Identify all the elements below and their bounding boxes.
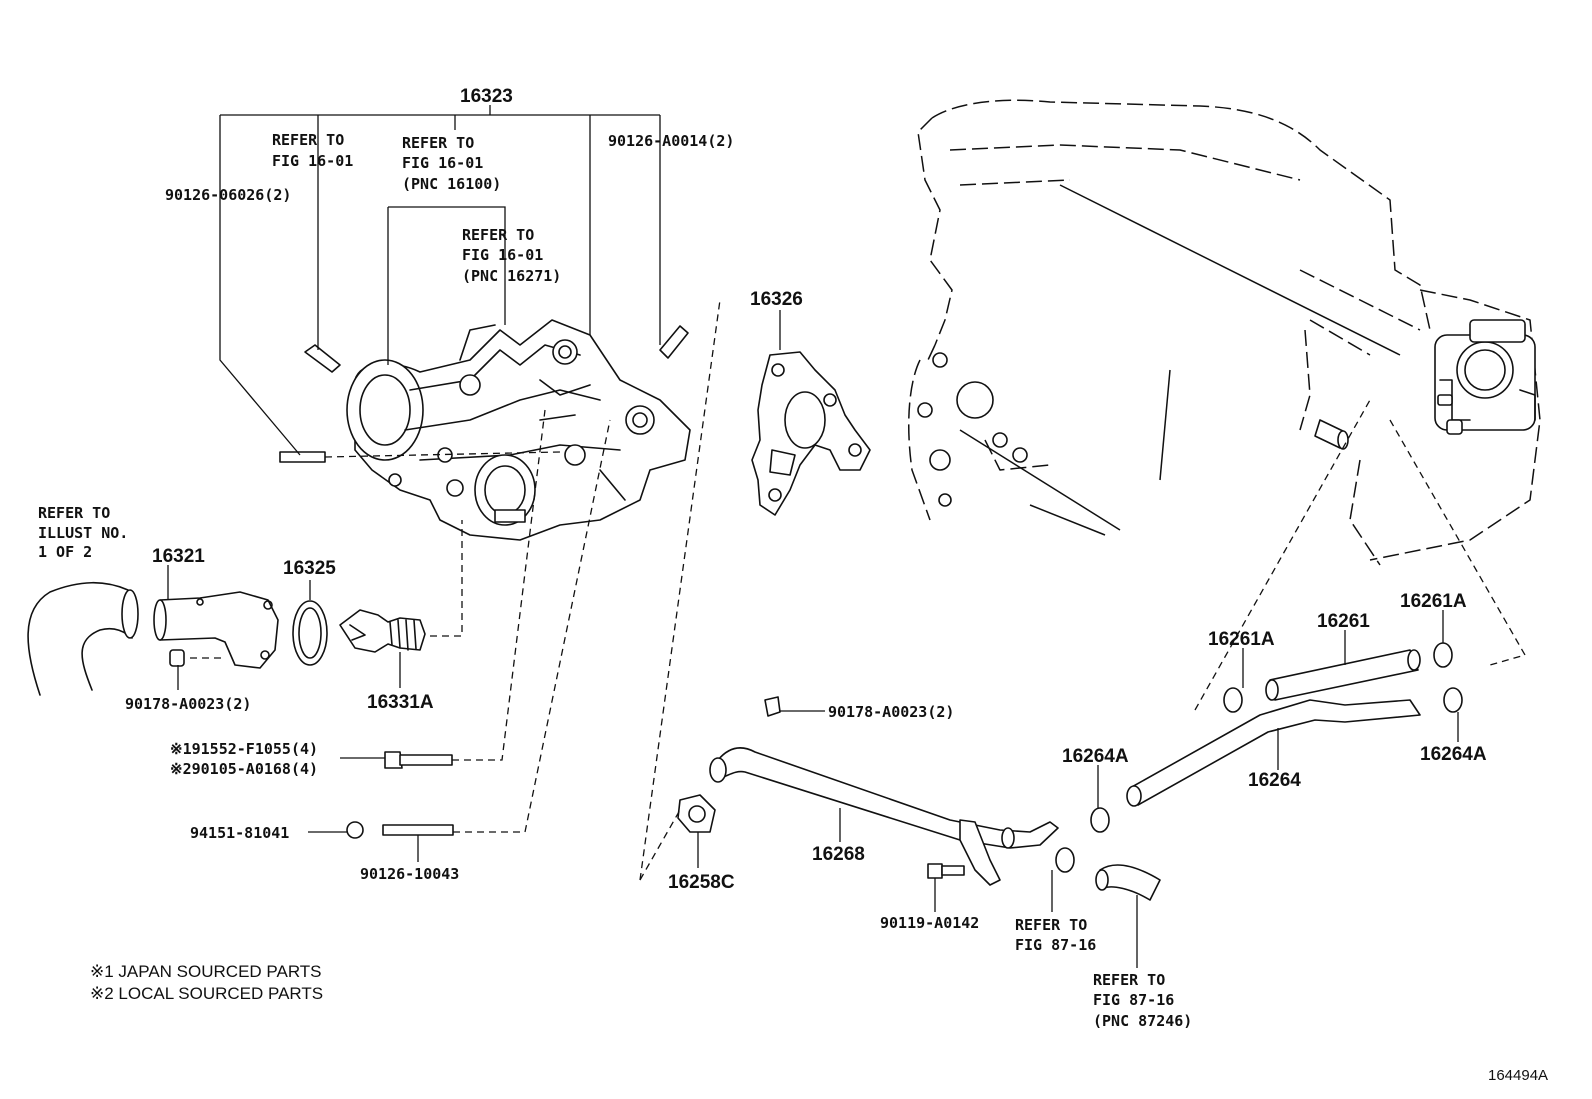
label-91552-f1055: ※191552-F1055(4) — [170, 740, 318, 758]
label-refer-illust-l1: REFER TO — [38, 504, 110, 522]
label-90126-06026: 90126-06026(2) — [165, 186, 291, 204]
label-refer-fig-16-01-c-l2: FIG 16-01 — [462, 246, 543, 264]
label-16323: 16323 — [460, 86, 513, 107]
note-japan-sourced: ※1 JAPAN SOURCED PARTS — [90, 962, 322, 981]
hose-clamps — [1055, 642, 1463, 873]
label-16261a-left: 16261A — [1208, 629, 1275, 650]
heater-hose-ref — [1095, 864, 1161, 901]
dashed-connections — [190, 299, 1526, 881]
label-90119-a0142: 90119-A0142 — [880, 914, 979, 932]
label-refer-fig-87-16-b-l2: FIG 87-16 — [1093, 991, 1174, 1009]
label-refer-fig-16-01-c-l3: (PNC 16271) — [462, 267, 561, 285]
label-16261a-right: 16261A — [1400, 591, 1467, 612]
label-90178-a0023-left: 90178-A0023(2) — [125, 695, 251, 713]
label-refer-fig-16-01-b-l2: FIG 16-01 — [402, 154, 483, 172]
label-16264a-left: 16264A — [1062, 746, 1129, 767]
figure-id: 164494A — [1488, 1067, 1548, 1084]
label-16325: 16325 — [283, 558, 336, 579]
label-90126-a0014: 90126-A0014(2) — [608, 132, 734, 150]
label-90126-10043: 90126-10043 — [360, 865, 459, 883]
water-inlet-16321 — [153, 591, 279, 669]
leader-lines — [167, 105, 1459, 968]
engine-block-outline — [908, 99, 1541, 566]
fasteners — [279, 325, 965, 879]
note-local-sourced: ※2 LOCAL SOURCED PARTS — [90, 984, 323, 1003]
water-pump-assembly — [346, 319, 691, 541]
hose-16261 — [1265, 649, 1421, 701]
bypass-pipe-16268 — [709, 747, 1059, 886]
label-refer-illust-l3: 1 OF 2 — [38, 543, 92, 561]
legend-notes: ※1 JAPAN SOURCED PARTS ※2 LOCAL SOURCED … — [90, 962, 323, 1003]
label-refer-fig-16-01-c-l1: REFER TO — [462, 226, 534, 244]
thermostat-16331a — [339, 609, 426, 653]
radiator-hose — [27, 581, 139, 696]
label-refer-fig-16-01-b-l3: (PNC 16100) — [402, 175, 501, 193]
label-refer-fig-16-01-a-l1: REFER TO — [272, 131, 344, 149]
hose-16264 — [1126, 699, 1421, 807]
gasket-16258c — [677, 794, 716, 833]
label-94151-81041: 94151-81041 — [190, 824, 289, 842]
label-16258c: 16258C — [668, 872, 735, 893]
label-16268: 16268 — [812, 844, 865, 865]
label-16264: 16264 — [1248, 770, 1301, 791]
label-refer-fig-16-01-b-l1: REFER TO — [402, 134, 474, 152]
label-90178-a0023-right: 90178-A0023(2) — [828, 703, 954, 721]
label-refer-fig-16-01-a-l2: FIG 16-01 — [272, 152, 353, 170]
gasket-16326 — [751, 351, 871, 516]
label-90105-a0168: ※290105-A0168(4) — [170, 760, 318, 778]
label-16331a: 16331A — [367, 692, 434, 713]
gasket-16325 — [292, 600, 328, 666]
label-16326: 16326 — [750, 289, 803, 310]
callout-labels: 16323 REFER TO FIG 16-01 REFER TO FIG 16… — [38, 86, 1487, 1030]
label-16264a-right: 16264A — [1420, 744, 1487, 765]
label-16321: 16321 — [152, 546, 205, 567]
label-refer-fig-87-16-b-l3: (PNC 87246) — [1093, 1012, 1192, 1030]
gasket-90178-left — [169, 649, 185, 667]
label-refer-fig-87-16-b-l1: REFER TO — [1093, 971, 1165, 989]
label-refer-fig-87-16-a-l2: FIG 87-16 — [1015, 936, 1096, 954]
label-refer-illust-l2: ILLUST NO. — [38, 524, 128, 542]
label-refer-fig-87-16-a-l1: REFER TO — [1015, 916, 1087, 934]
label-16261: 16261 — [1317, 611, 1370, 632]
